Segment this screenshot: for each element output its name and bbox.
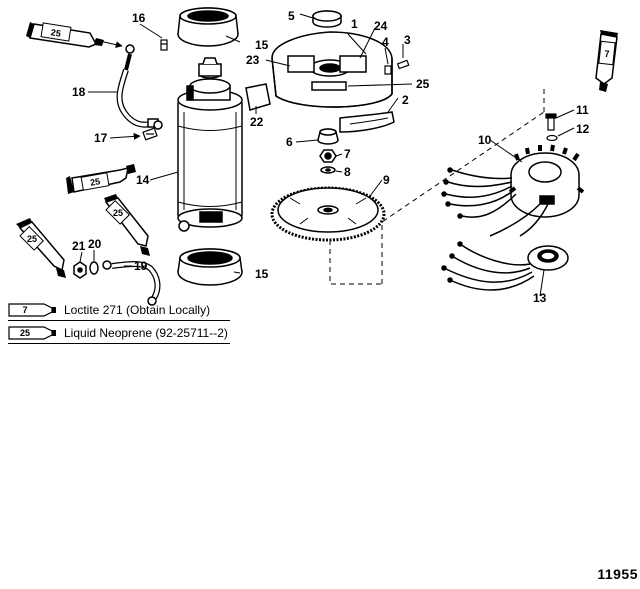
screw (160, 39, 168, 51)
starter-cable-lower (102, 260, 161, 306)
callout-15-bottom: 15 (255, 267, 269, 281)
callout-numbers: 1 2 3 4 5 6 7 8 9 10 11 12 13 14 15 15 1… (72, 9, 590, 305)
nut (73, 261, 87, 279)
callout-7: 7 (344, 147, 351, 161)
callout-12: 12 (576, 122, 590, 136)
legend-item-loctite: 7 Loctite 271 (Obtain Locally) (8, 303, 210, 317)
retainer-band (339, 111, 395, 133)
tube-label: 25 (50, 27, 61, 38)
legend-item-neoprene: 25 Liquid Neoprene (92-25711--2) (8, 326, 228, 340)
callout-8: 8 (344, 165, 351, 179)
callout-25: 25 (416, 77, 430, 91)
tube-label: 25 (89, 176, 101, 188)
callout-18: 18 (72, 85, 86, 99)
bracket (245, 83, 271, 111)
hub-nut (319, 149, 337, 163)
drawing-number: 11955 (597, 566, 638, 582)
legend-code: 7 (22, 305, 28, 315)
callout-24: 24 (374, 19, 388, 33)
legend-divider (8, 320, 230, 321)
trigger (527, 245, 569, 271)
flywheel (270, 186, 386, 242)
lock-washer (89, 261, 99, 275)
leader-lines (79, 13, 575, 297)
collar-bottom (177, 248, 243, 286)
sealant-tube-center-left: 25 (104, 194, 150, 256)
callout-2: 2 (402, 93, 409, 107)
sealant-tube-mid-left: 25 (66, 164, 136, 194)
callout-16: 16 (132, 11, 146, 25)
small-screw (396, 59, 410, 70)
dashed-leader-lines (329, 88, 545, 285)
tube-label: 7 (604, 49, 609, 59)
callout-20: 20 (88, 237, 102, 251)
callout-10: 10 (478, 133, 492, 147)
tube-icon: 7 (8, 303, 56, 317)
callout-21: 21 (72, 239, 86, 253)
callout-4: 4 (382, 35, 389, 49)
callout-14: 14 (136, 173, 150, 187)
trigger-leads (441, 241, 535, 291)
tube-label: 25 (113, 208, 123, 218)
hub-spacer (317, 128, 339, 145)
starter-cable-upper (116, 44, 163, 130)
callout-19: 19 (134, 259, 148, 273)
tube-label: 25 (27, 234, 37, 244)
cap (312, 10, 342, 28)
callout-9: 9 (383, 173, 390, 187)
callout-23: 23 (246, 53, 260, 67)
stator-screw (545, 113, 557, 131)
callout-5: 5 (288, 9, 295, 23)
legend-text: Loctite 271 (Obtain Locally) (64, 303, 211, 317)
callout-17: 17 (94, 131, 108, 145)
legend-text: Liquid Neoprene (92-25711--2) (64, 326, 228, 340)
small-screw (384, 65, 392, 75)
starter-motor (177, 57, 243, 232)
callout-1: 1 (351, 17, 358, 31)
sealant-tube-top-right: 7 (595, 30, 618, 92)
callout-11: 11 (576, 103, 589, 117)
callout-13: 13 (533, 291, 547, 305)
ignition-plate (271, 31, 393, 108)
callout-22: 22 (250, 115, 264, 129)
bolt (142, 127, 158, 141)
callout-15-top: 15 (255, 38, 269, 52)
legend-code: 25 (19, 328, 30, 338)
stator (508, 144, 585, 218)
legend-divider (8, 343, 230, 344)
sealant-tube-top-left: 25 (26, 22, 104, 48)
tube-icon: 25 (8, 326, 56, 340)
stator-leads (441, 167, 549, 237)
sealant-tube-bottom-left: 25 (16, 218, 66, 278)
stator-washer (546, 134, 558, 142)
hub-washer (320, 166, 336, 174)
callout-6: 6 (286, 135, 293, 149)
callout-3: 3 (404, 33, 411, 47)
collar-top (177, 7, 239, 47)
